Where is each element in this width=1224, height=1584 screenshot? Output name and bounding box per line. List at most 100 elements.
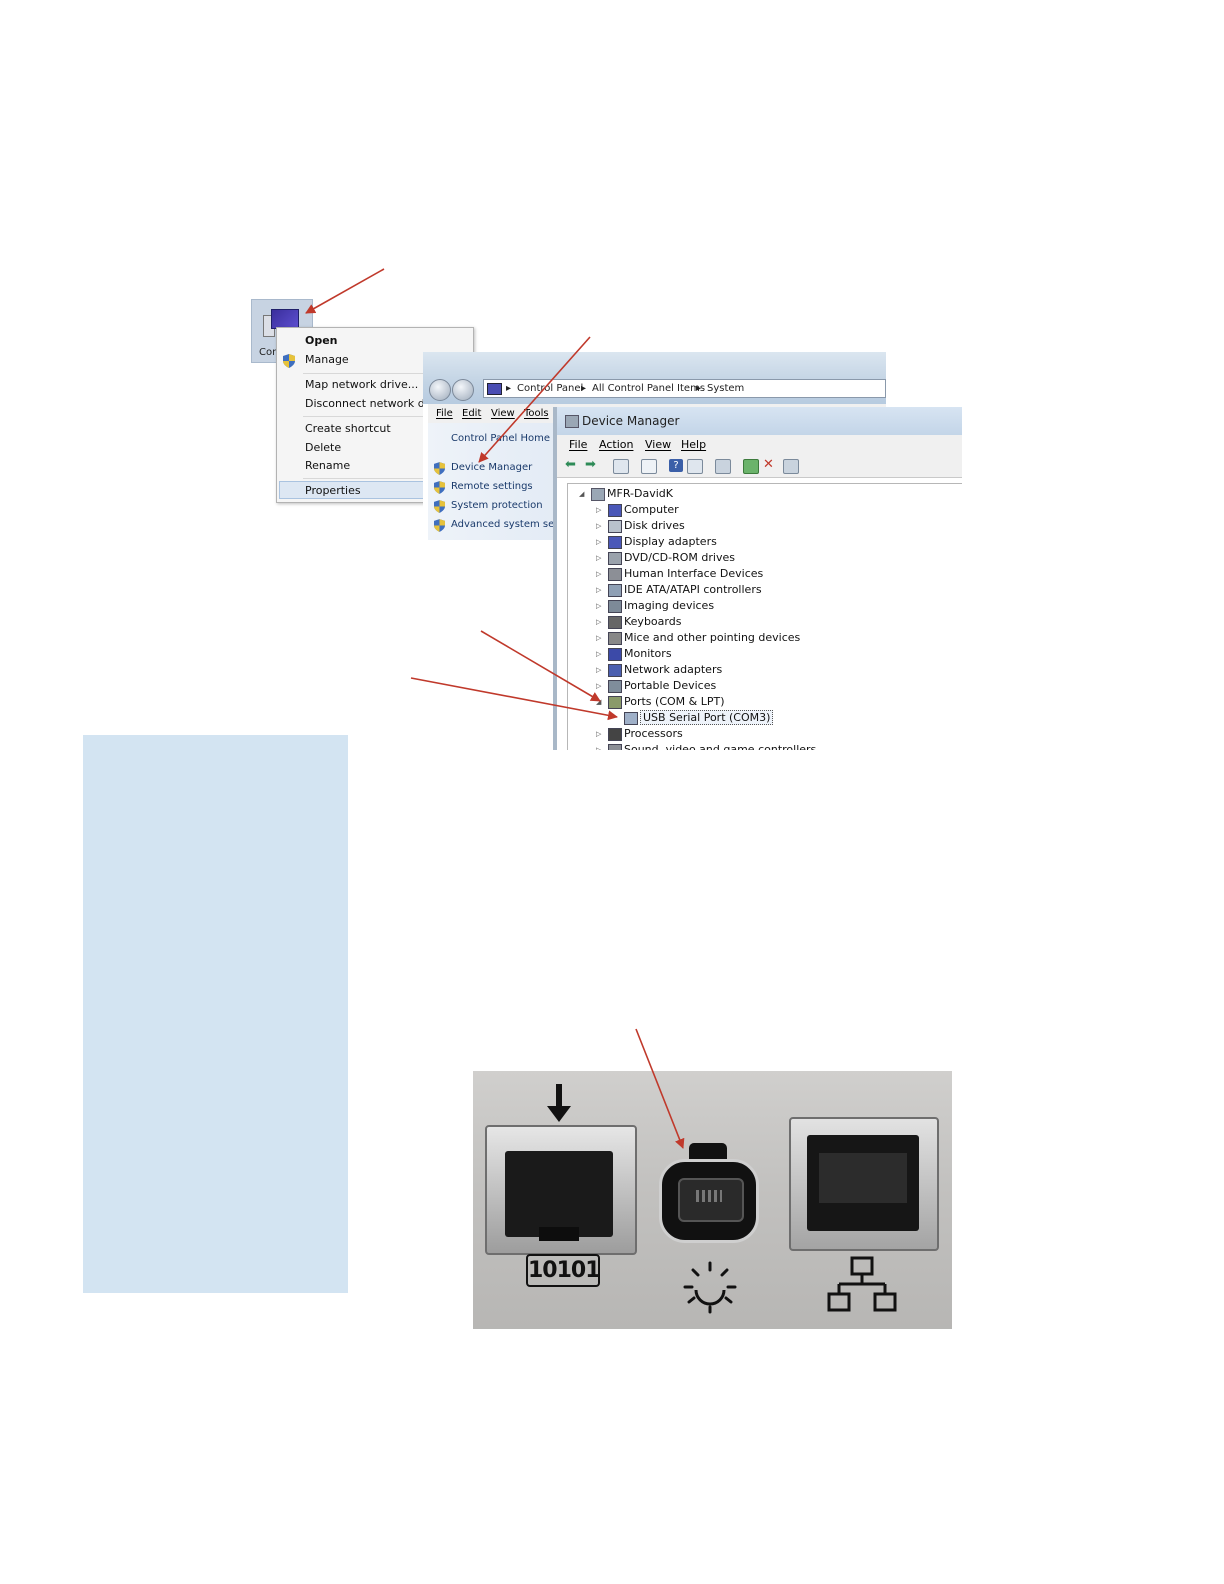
menu-item-properties[interactable]: Properties [305,484,361,497]
back-button[interactable] [429,379,451,401]
uac-shield-icon [434,519,445,532]
address-bar[interactable]: ▸ Control Panel ▸ All Control Panel Item… [483,379,886,398]
link-device-manager[interactable]: Device Manager [434,462,532,475]
update-driver-icon[interactable] [743,459,759,474]
tree-node-label: Sound, video and game controllers [624,743,817,750]
computer-icon [591,488,605,501]
menu-item-map-network-drive[interactable]: Map network drive... [305,378,419,391]
view-icon[interactable] [687,459,703,474]
properties-icon[interactable] [641,459,657,474]
sidebar-panel [83,735,348,1293]
expand-icon[interactable]: ▷ [596,618,602,626]
collapse-icon[interactable]: ◢ [596,698,602,706]
tree-node-usb-serial-port[interactable]: USB Serial Port (COM3) [624,710,774,726]
tree-node[interactable]: ▷ DVD/CD-ROM drives [596,550,735,566]
window-title: Device Manager [582,414,680,428]
tree-node-label: Disk drives [624,519,685,532]
tree-node-label: IDE ATA/ATAPI controllers [624,583,762,596]
tree-node-label: DVD/CD-ROM drives [624,551,735,564]
down-arrow-icon [547,1084,571,1122]
tree-node-label: Display adapters [624,535,717,548]
expand-icon[interactable]: ▷ [596,522,602,530]
tree-node[interactable]: ▷ Sound, video and game controllers [596,742,817,750]
tree-root[interactable]: ◢ MFR-DavidK [579,486,673,502]
tree-node[interactable]: ◢Ports (COM & LPT) [596,694,725,710]
breadcrumb-control-panel[interactable]: Control Panel [517,383,584,394]
uninstall-icon[interactable]: ✕ [763,457,774,472]
menu-item-manage[interactable]: Manage [305,353,349,366]
tree-node-label: Network adapters [624,663,723,676]
expand-icon[interactable]: ▷ [596,506,602,514]
device-category-icon [608,552,622,565]
expand-icon[interactable]: ▷ [596,602,602,610]
tree-node[interactable]: ▷Computer [596,502,679,518]
tree-node[interactable]: ▷ Human Interface Devices [596,566,764,582]
menu-item-open[interactable]: Open [305,334,338,347]
tree-node[interactable]: ▷ Network adapters [596,662,723,678]
expand-icon[interactable]: ▷ [596,586,602,594]
menu-item-rename[interactable]: Rename [305,459,351,472]
tree-node[interactable]: ▷ Display adapters [596,534,717,550]
expand-icon[interactable]: ▷ [596,666,602,674]
device-manager-icon [565,415,579,428]
serial-label: 10101 [526,1254,601,1287]
help-icon[interactable]: ? [669,459,683,472]
menu-file[interactable]: File [436,408,453,419]
expand-icon[interactable]: ▷ [596,746,602,750]
tree-node-label: Human Interface Devices [624,567,764,580]
tree-node[interactable]: ▷Imaging devices [596,598,714,614]
port-panel-photo: 10101 [473,1071,952,1329]
expand-icon[interactable]: ▷ [596,570,602,578]
tree-node[interactable]: ▷Keyboards [596,614,681,630]
tree-node-label: USB Serial Port (COM3) [640,710,774,725]
menu-edit[interactable]: Edit [462,408,482,419]
expand-icon[interactable]: ▷ [596,650,602,658]
window-titlebar: Device Manager [557,407,962,435]
menu-item-disconnect-network-drive[interactable]: Disconnect network drive... [305,397,457,410]
menu-item-create-shortcut[interactable]: Create shortcut [305,422,391,435]
expand-icon[interactable]: ▷ [596,634,602,642]
tree-root-label: MFR-DavidK [607,487,673,500]
tree-node[interactable]: ▷ Processors [596,726,683,742]
network-icon [827,1256,897,1312]
expand-icon[interactable]: ▷ [596,730,602,738]
disable-icon[interactable] [783,459,799,474]
back-arrow-icon[interactable]: ⬅ [565,457,576,472]
tree-node-label: Processors [624,727,683,740]
scan-hardware-icon[interactable] [715,459,731,474]
menu-view[interactable]: View [645,438,672,451]
device-category-icon [608,536,622,549]
link-remote-settings[interactable]: Remote settings [434,481,533,494]
chevron-right-icon: ▸ [696,383,702,394]
uac-shield-icon [283,354,295,368]
expand-icon[interactable]: ▷ [596,554,602,562]
menu-view[interactable]: View [491,408,515,419]
annotation-arrow [635,1028,685,1149]
tree-node[interactable]: ▷ Monitors [596,646,672,662]
tree-node[interactable]: ▷ IDE ATA/ATAPI controllers [596,582,762,598]
menu-action[interactable]: Action [599,438,634,451]
tree-node[interactable]: ▷Portable Devices [596,678,716,694]
link-label: System protection [451,500,543,511]
tree-node[interactable]: ▷ Disk drives [596,518,685,534]
tree-node[interactable]: ▷Mice and other pointing devices [596,630,800,646]
device-category-icon [608,648,622,661]
tree-node-label: Monitors [624,647,672,660]
menu-help[interactable]: Help [681,438,707,451]
device-tree: ◢ MFR-DavidK ▷Computer▷Disk drives▷Displ… [567,483,962,750]
breadcrumb-all-items[interactable]: All Control Panel Items [592,383,706,394]
expand-icon[interactable]: ▷ [596,538,602,546]
menu-file[interactable]: File [569,438,588,451]
expand-icon[interactable]: ▷ [596,682,602,690]
forward-button[interactable] [452,379,474,401]
breadcrumb-system[interactable]: System [707,383,745,394]
collapse-icon[interactable]: ◢ [579,490,585,498]
show-hide-tree-icon[interactable] [613,459,629,474]
link-system-protection[interactable]: System protection [434,500,543,513]
computer-small-icon [487,383,502,395]
menu-item-delete[interactable]: Delete [305,441,342,454]
menu-tools[interactable]: Tools [524,408,549,419]
menu-bar: File Action View Help [557,435,962,455]
link-advanced-system-settings[interactable]: Advanced system settings [434,519,583,532]
forward-arrow-icon[interactable]: ➡ [585,457,596,472]
